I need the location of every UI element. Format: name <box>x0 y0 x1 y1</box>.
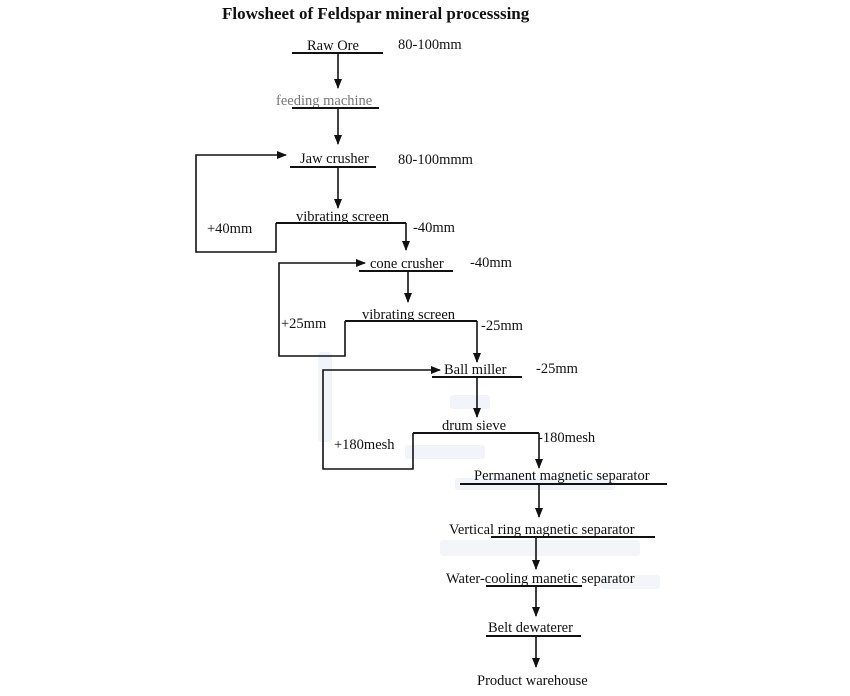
node-belt-dewaterer: Belt dewaterer <box>488 620 573 636</box>
recycle-sieve-to-ball-mill <box>322 366 441 470</box>
node-feeding-machine: feeding machine <box>276 93 372 109</box>
node-vertical-ring-magnetic-separator: Vertical ring magnetic separator <box>449 522 635 538</box>
label-raw-ore-size: 80-100mm <box>398 37 462 53</box>
node-vibrating-screen-1: vibrating screen <box>296 209 390 225</box>
label-ball-miller-size: -25mm <box>536 361 579 377</box>
node-product-warehouse: Product warehouse <box>477 673 588 689</box>
node-cone-crusher: cone crusher <box>370 256 444 272</box>
node-jaw-crusher: Jaw crusher <box>300 151 369 167</box>
label-screen2-oversize: +25mm <box>281 316 327 332</box>
label-screen2-undersize: -25mm <box>481 318 524 334</box>
label-screen1-undersize: -40mm <box>413 220 456 236</box>
node-water-cooling-magnetic-separator: Water-cooling manetic separator <box>446 571 635 587</box>
node-drum-sieve: drum sieve <box>442 418 506 434</box>
diagram-title: Flowsheet of Feldspar mineral processsin… <box>222 4 530 23</box>
recycle-screen1-to-jaw <box>195 151 287 253</box>
label-sieve-undersize: -180mesh <box>538 430 596 446</box>
label-sieve-oversize: +180mesh <box>334 437 395 453</box>
node-ball-miller: Ball miller <box>444 362 507 378</box>
label-screen1-oversize: +40mm <box>207 221 253 237</box>
node-permanent-magnetic-separator: Permanent magnetic separator <box>474 468 650 484</box>
node-raw-ore: Raw Ore <box>307 38 359 54</box>
node-vibrating-screen-2: vibrating screen <box>362 307 456 323</box>
recycle-screen2-to-cone <box>278 259 366 357</box>
label-cone-crusher-size: -40mm <box>470 255 513 271</box>
label-jaw-crusher-size: 80-100mmm <box>398 152 474 168</box>
